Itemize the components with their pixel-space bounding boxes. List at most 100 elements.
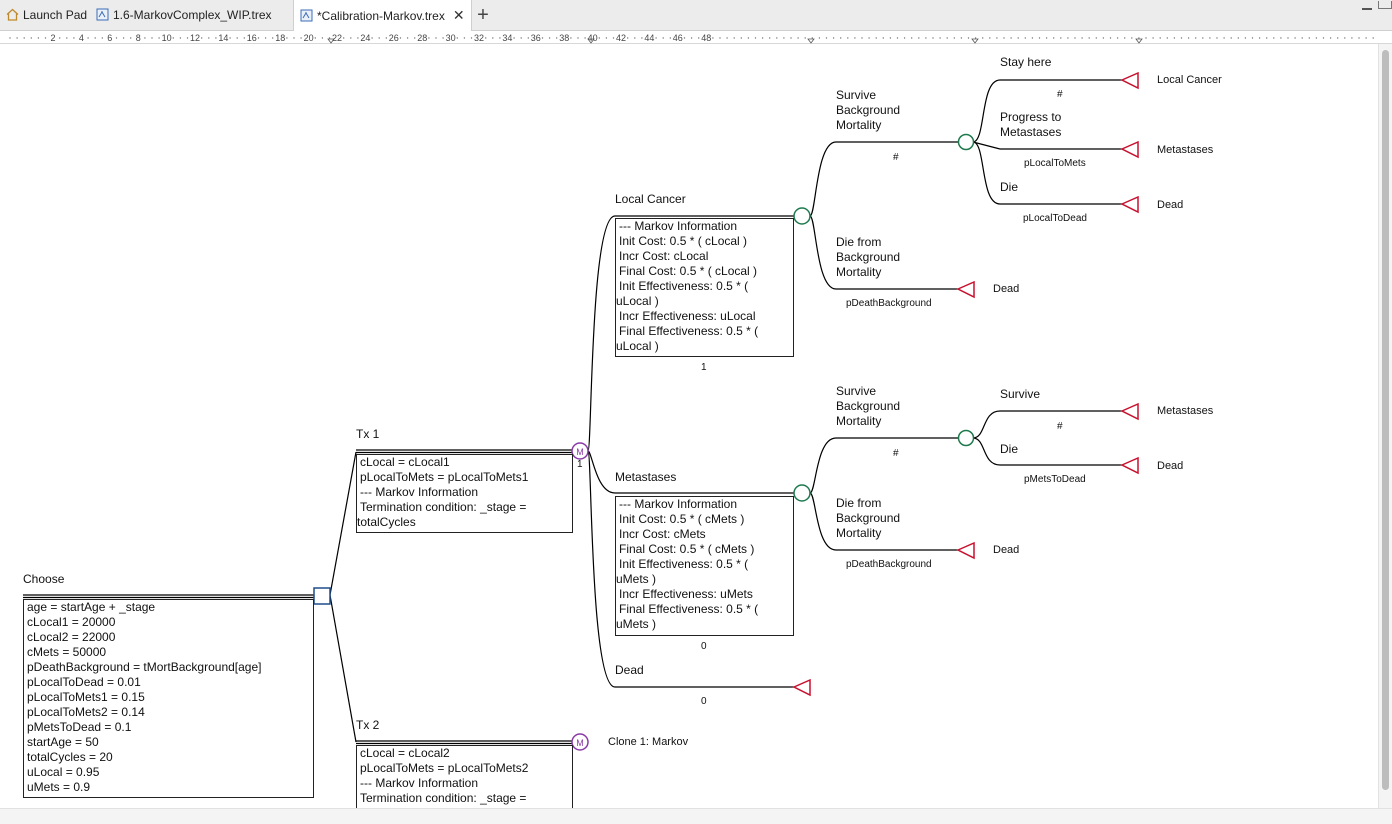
ruler-tick (23, 37, 25, 39)
markov-info-line: Init Cost: 0.5 * ( cMets ) (619, 512, 745, 526)
ruler-tick (1152, 37, 1154, 39)
ruler-tick (641, 37, 643, 39)
definition-line: cLocal = cLocal2 (360, 746, 450, 760)
probability-label: # (1057, 421, 1063, 432)
decision-node-icon[interactable] (313, 587, 331, 605)
ruler-tick (37, 37, 40, 39)
terminal-node-icon[interactable] (792, 678, 811, 697)
ruler-marker-icon[interactable] (327, 38, 335, 44)
ruler-tick (229, 37, 231, 39)
tab-calibration-markov[interactable]: *Calibration-Markov.trex✕ (293, 0, 472, 31)
ruler-tick (499, 37, 501, 39)
ruler-marker-icon[interactable] (807, 38, 815, 44)
ruler-tick (1209, 37, 1211, 39)
vertical-scrollbar[interactable] (1378, 44, 1392, 808)
ruler-tick (783, 37, 785, 39)
ruler-tick (1266, 37, 1268, 39)
ruler-marker-icon[interactable] (971, 38, 979, 44)
ruler-tick (328, 37, 331, 39)
ruler-tick (470, 37, 473, 39)
branch-label[interactable]: Stay here (1000, 55, 1052, 69)
ruler-tick (144, 37, 146, 39)
ruler-tick (818, 37, 821, 39)
root-definitions-box[interactable]: age = startAge + _stage cLocal1 = 20000 … (23, 599, 314, 798)
tree-canvas[interactable]: M M Choose age = startAge + _stage cLoca… (0, 44, 1378, 808)
add-tab-button[interactable]: + (477, 4, 489, 26)
restore-icon[interactable] (1378, 1, 1392, 9)
tx2-node-label[interactable]: Tx 2 (356, 718, 380, 732)
tx1-definitions-box[interactable]: cLocal = cLocal1 pLocalToMets = pLocalTo… (356, 454, 573, 533)
terminal-node-icon[interactable] (956, 541, 975, 560)
ruler-tick (172, 37, 174, 39)
definition-line: --- Markov Information (360, 776, 479, 790)
ruler-tick (456, 37, 458, 39)
chance-node-icon[interactable] (793, 484, 811, 502)
chance-node-icon[interactable] (793, 207, 811, 225)
ruler-tick (343, 37, 345, 39)
branch-label[interactable]: Survive Background Mortality (836, 88, 901, 132)
ruler-tick (1138, 37, 1140, 39)
branch-label[interactable]: Die from Background Mortality (836, 496, 901, 540)
terminal-node-icon[interactable] (1120, 195, 1139, 214)
ruler-tick (158, 37, 160, 39)
chance-node-icon[interactable] (957, 133, 975, 151)
root-node-label[interactable]: Choose (23, 572, 65, 586)
tree-diagram: M M (23, 71, 1139, 751)
terminal-node-icon[interactable] (1120, 71, 1139, 90)
terminal-node-icon[interactable] (1120, 402, 1139, 421)
chance-node-icon[interactable] (957, 429, 975, 447)
terminal-node-icon[interactable] (1120, 456, 1139, 475)
ruler-tick (357, 37, 359, 39)
ruler-tick (854, 37, 856, 39)
ruler-tick (698, 37, 700, 39)
ruler-tick (889, 37, 892, 39)
branch-line (329, 594, 357, 743)
close-icon[interactable]: ✕ (452, 7, 465, 23)
ruler-tick (605, 37, 608, 39)
ruler-tick (1358, 37, 1360, 39)
ruler-label: 14 (218, 33, 228, 43)
tab-markov-complex[interactable]: 1.6-MarkovComplex_WIP.trex (96, 0, 272, 31)
ruler-tick (1287, 37, 1289, 39)
metastases-state-label[interactable]: Metastases (615, 470, 677, 484)
local-cancer-markov-box[interactable]: --- Markov Information Init Cost: 0.5 * … (615, 218, 794, 357)
tree-file-icon (96, 8, 109, 21)
terminal-node-icon[interactable] (1120, 140, 1139, 159)
clone-label: Clone 1: Markov (608, 736, 689, 748)
definition-line: pLocalToMets1 = 0.15 (27, 690, 145, 704)
tab-launch-pad[interactable]: Launch Pad (6, 0, 87, 31)
horizontal-scrollbar[interactable] (0, 808, 1392, 824)
ruler-tick (1322, 37, 1325, 39)
scrollbar-thumb[interactable] (1382, 50, 1389, 790)
minimize-icon[interactable] (1362, 8, 1372, 10)
ruler-label: 48 (701, 33, 711, 43)
terminal-node-icon[interactable] (956, 280, 975, 299)
metastases-markov-box[interactable]: --- Markov Information Init Cost: 0.5 * … (615, 496, 794, 636)
ruler-tick (1060, 37, 1062, 39)
definition-line: Termination condition: _stage = (360, 791, 527, 805)
branch-label[interactable]: Survive (1000, 387, 1041, 401)
branch-label[interactable]: Progress to Metastases (1000, 110, 1062, 139)
markov-node-icon[interactable]: M (571, 733, 589, 751)
branch-label[interactable]: Survive Background Mortality (836, 384, 901, 428)
ruler-tick (1088, 37, 1090, 39)
markov-node-icon[interactable]: M (571, 442, 589, 460)
branch-label[interactable]: Die (1000, 442, 1019, 456)
ruler-label: 12 (190, 33, 200, 43)
local-cancer-state-label[interactable]: Local Cancer (615, 192, 686, 206)
branch-label[interactable]: Die from Background Mortality (836, 235, 901, 279)
ruler-tick (1216, 37, 1218, 39)
terminal-label: Metastases (1157, 405, 1214, 417)
tx1-node-label[interactable]: Tx 1 (356, 427, 380, 441)
tx2-definitions-box[interactable]: cLocal = cLocal2 pLocalToMets = pLocalTo… (356, 745, 573, 808)
ruler-tick (371, 37, 373, 39)
ruler-tick (541, 37, 544, 39)
ruler-marker-icon[interactable] (1135, 38, 1143, 44)
ruler-tick (527, 37, 529, 39)
branch-label[interactable]: Die (1000, 180, 1019, 194)
ruler-tick (208, 37, 210, 39)
dead-state-label[interactable]: Dead (615, 663, 644, 677)
ruler-marker-icon[interactable] (587, 38, 595, 44)
definition-line: age = startAge + _stage (27, 600, 156, 614)
ruler-tick (669, 37, 671, 39)
